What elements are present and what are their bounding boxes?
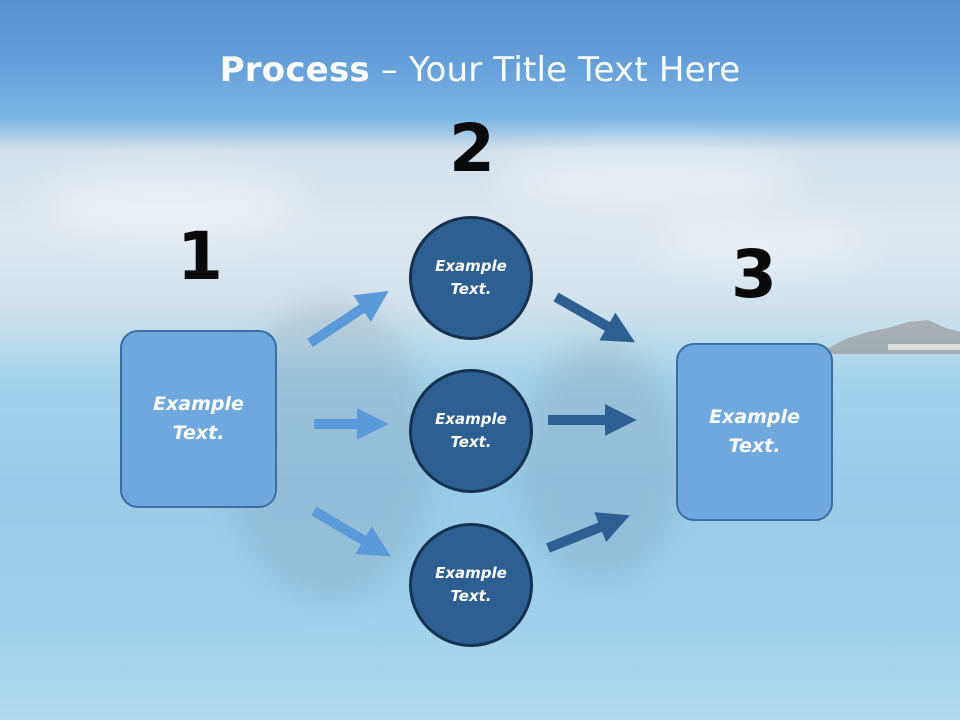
title-rest: – Your Title Text Here [369, 50, 741, 90]
arrow-bottom-to-right [546, 512, 630, 553]
cloud-decor [500, 150, 800, 210]
circle-top-label: Example Text. [435, 257, 507, 298]
circle-bottom: Example Text. [409, 523, 533, 647]
cloud-decor [40, 170, 300, 240]
step-number-2: 2 [449, 110, 495, 187]
title-bold: Process [219, 50, 370, 90]
left-text-box: Example Text. [120, 330, 277, 508]
cloud-decor [650, 220, 870, 270]
step-number-1: 1 [177, 218, 223, 295]
step-number-3: 3 [731, 236, 777, 313]
arrow-left-to-bottom [311, 506, 392, 557]
arrow-top-to-right [553, 292, 636, 343]
circle-top: Example Text. [409, 216, 533, 340]
slide-title: Process – Your Title Text Here [0, 50, 960, 90]
arrow-left-to-top [307, 290, 389, 348]
left-box-label: Example Text. [153, 393, 244, 444]
circle-middle: Example Text. [409, 369, 533, 493]
circle-middle-label: Example Text. [435, 410, 507, 451]
right-text-box: Example Text. [676, 343, 833, 521]
circle-bottom-label: Example Text. [435, 564, 507, 605]
right-box-label: Example Text. [709, 406, 800, 457]
island-decor [828, 320, 960, 354]
